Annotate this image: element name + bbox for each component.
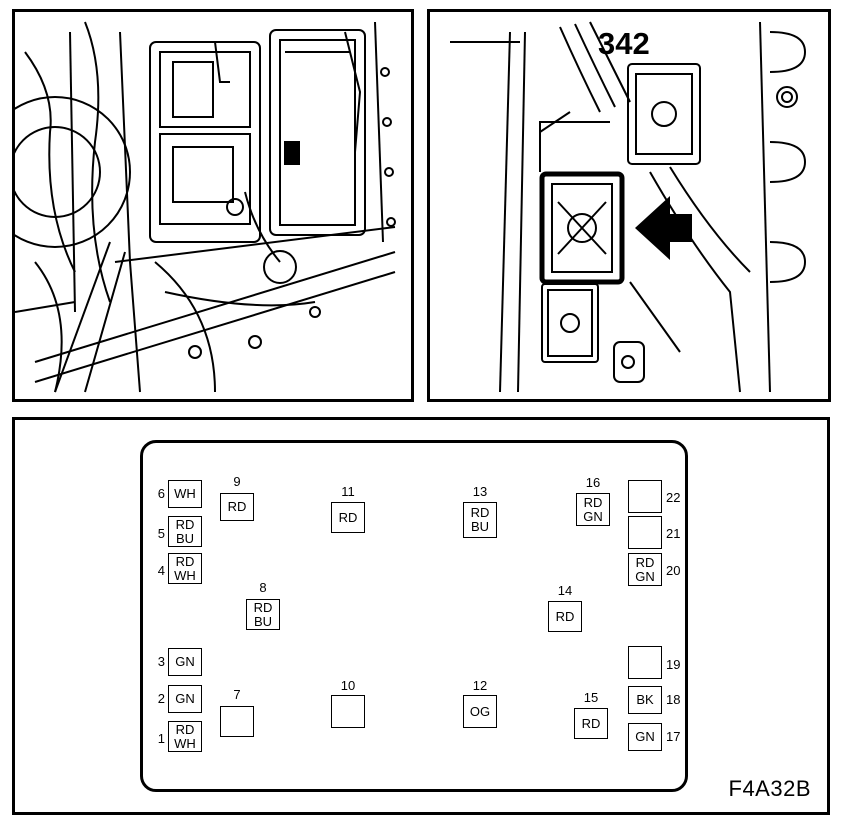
pin-13-color: BU [470, 519, 490, 534]
pin-9-box: RD [220, 493, 254, 521]
pin-11-number: 11 [341, 484, 355, 499]
pin-10-number: 10 [340, 678, 356, 693]
pin-3-number: 3 [157, 654, 165, 669]
pin-6-color: WH [174, 486, 196, 501]
pin-9-number: 9 [233, 474, 241, 489]
pin-16-color: RD [583, 494, 603, 510]
arrow-icon [635, 196, 692, 260]
figure-code: F4A32B [728, 776, 811, 801]
pin-2-box: GN [168, 685, 202, 713]
pin-2-number: 2 [157, 691, 165, 706]
engine-bay-illustration [12, 9, 414, 402]
pin-12-number: 12 [472, 678, 488, 693]
pin-17-box: GN [628, 723, 662, 751]
pin-16-color: GN [583, 508, 603, 524]
connector-outline [140, 440, 688, 792]
pin-14-number: 14 [557, 583, 573, 598]
pin-15-color: RD [581, 715, 601, 731]
pin-12-box: OG [463, 695, 497, 728]
pin-19-box [628, 646, 662, 679]
pin-13-number: 13 [472, 484, 488, 499]
pin-21-number: 21 [666, 526, 681, 541]
pin-18-box: BK [628, 686, 662, 714]
pin-2-color: GN [175, 691, 195, 706]
pin-5-color: BU [175, 530, 195, 546]
pin-8-number: 8 [259, 580, 267, 595]
pin-5-number: 5 [157, 526, 165, 541]
pin-3-color: GN [175, 654, 195, 669]
pin-6-number: 6 [157, 486, 165, 501]
pin-22-number: 22 [666, 490, 681, 505]
pin-14-box: RD [548, 601, 582, 632]
pin-1-color: WH [174, 735, 196, 751]
pin-22-box [628, 480, 662, 513]
pin-20-number: 20 [666, 563, 681, 578]
pin-7-box [220, 706, 254, 737]
pin-12-color: OG [469, 703, 491, 719]
pin-1-color: RD [175, 721, 195, 737]
pin-15-number: 15 [583, 690, 599, 705]
pin-6-box: WH [168, 480, 202, 508]
pin-5-color: RD [175, 516, 195, 532]
callout-number: 342 [598, 26, 650, 61]
pin-18-color: BK [636, 692, 654, 707]
pin-9-color: RD [227, 499, 247, 514]
pin-4-number: 4 [157, 563, 165, 578]
pin-4-color: WH [174, 567, 196, 583]
pin-1-number: 1 [157, 731, 165, 746]
pin-17-number: 17 [666, 729, 681, 744]
pin-17-color: GN [635, 729, 655, 744]
pin-13-color: RD [470, 505, 490, 520]
pin-3-box: GN [168, 648, 202, 676]
pin-14-color: RD [555, 608, 575, 624]
pin-8-color: BU [253, 613, 273, 629]
pin-7-number: 7 [233, 687, 241, 702]
pin-18-number: 18 [666, 692, 681, 707]
pin-4-color: RD [175, 553, 195, 569]
pin-16-number: 16 [585, 475, 601, 490]
pin-11-color: RD [338, 509, 358, 525]
pin-21-box [628, 516, 662, 549]
engine-bay-drawing [15, 21, 396, 393]
connector-location-drawing [450, 21, 807, 393]
pin-11-box: RD [331, 502, 365, 533]
pin-19-number: 19 [666, 657, 681, 672]
pin-10-box [331, 695, 365, 728]
pin-15-box: RD [574, 708, 608, 739]
pin-20-color: GN [635, 568, 655, 584]
pin-8-color: RD [253, 599, 273, 615]
connector-location-illustration: 342 [427, 9, 831, 402]
pin-20-color: RD [635, 554, 655, 570]
